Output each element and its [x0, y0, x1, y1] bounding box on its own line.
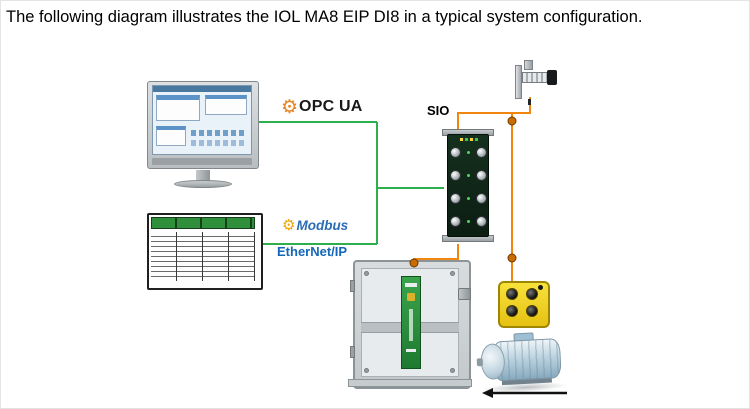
master-body — [447, 134, 489, 237]
hub-led — [538, 285, 543, 290]
m12-port — [475, 192, 487, 204]
io-link-device-pcb — [401, 276, 421, 369]
master-port-row — [448, 168, 488, 182]
field-enclosure — [348, 260, 472, 389]
pcb-component — [406, 349, 416, 352]
monitor-stand-base — [174, 180, 232, 188]
modbus-gear-icon: ⚙ — [282, 216, 296, 234]
hub-port — [506, 305, 518, 317]
modbus-logo: ⚙ Modbus — [282, 216, 348, 234]
m12-port — [449, 146, 461, 158]
modbus-label: Modbus — [296, 217, 349, 233]
screen-window — [156, 126, 186, 146]
opc-ua-gear-icon: ⚙ — [281, 96, 299, 118]
sensor-bracket — [515, 65, 522, 99]
electric-motor — [476, 332, 571, 396]
status-led — [466, 150, 470, 154]
monitor-controls — [152, 158, 252, 165]
pcb-component — [405, 283, 417, 287]
enclosure-screw — [364, 368, 369, 373]
opc-ua-label: OPC UA — [299, 98, 363, 115]
enclosure-screw — [450, 271, 455, 276]
enclosure-foot — [348, 379, 472, 387]
master-port-row — [448, 145, 488, 159]
hub-port — [506, 288, 518, 300]
opc-ua-logo: ⚙ OPC UA — [281, 96, 362, 118]
enclosure-hinge — [350, 346, 355, 358]
master-led-strip — [460, 138, 478, 141]
m12-port — [449, 192, 461, 204]
io-link-master — [442, 127, 494, 245]
m12-port — [449, 169, 461, 181]
enclosure-screw — [450, 368, 455, 373]
pcb-component — [409, 309, 413, 341]
diagram-caption: The following diagram illustrates the IO… — [6, 8, 643, 26]
screen-toolbar — [191, 140, 247, 146]
cable-gland — [458, 288, 471, 300]
m12-port — [475, 215, 487, 227]
sio-sensor — [512, 59, 558, 105]
monitor-screen — [152, 85, 252, 155]
motor-shaft — [476, 358, 484, 367]
monitor-stand-neck — [196, 170, 210, 181]
io-link-hub — [498, 281, 550, 328]
status-led — [466, 196, 470, 200]
screen-window — [156, 95, 200, 121]
engineering-pc-monitor — [147, 81, 259, 191]
plc-module-row — [151, 217, 255, 229]
pcb-component — [407, 293, 415, 301]
ethernet-ip-label: EtherNet/IP — [277, 244, 348, 259]
status-led — [466, 173, 470, 177]
m12-port — [475, 146, 487, 158]
master-port-row — [448, 214, 488, 228]
hub-port — [526, 288, 538, 300]
orange-wire-sio-sensor — [457, 97, 531, 131]
enclosure-screw — [364, 271, 369, 276]
screen-window — [205, 95, 247, 115]
sensor-barrel — [522, 72, 548, 83]
status-led — [466, 219, 470, 223]
sensor-mount-nut — [524, 60, 533, 70]
screen-titlebar — [153, 86, 251, 92]
sensor-cable — [528, 99, 531, 105]
m12-port — [449, 215, 461, 227]
sio-label: SIO — [427, 103, 450, 118]
plc-rack — [151, 232, 255, 281]
screen-toolbar — [191, 130, 247, 136]
sensor-cap — [547, 70, 557, 85]
enclosure-hinge — [350, 280, 355, 292]
hub-port — [526, 305, 538, 317]
master-port-row — [448, 191, 488, 205]
m12-port — [475, 169, 487, 181]
plc-controller — [147, 213, 263, 290]
